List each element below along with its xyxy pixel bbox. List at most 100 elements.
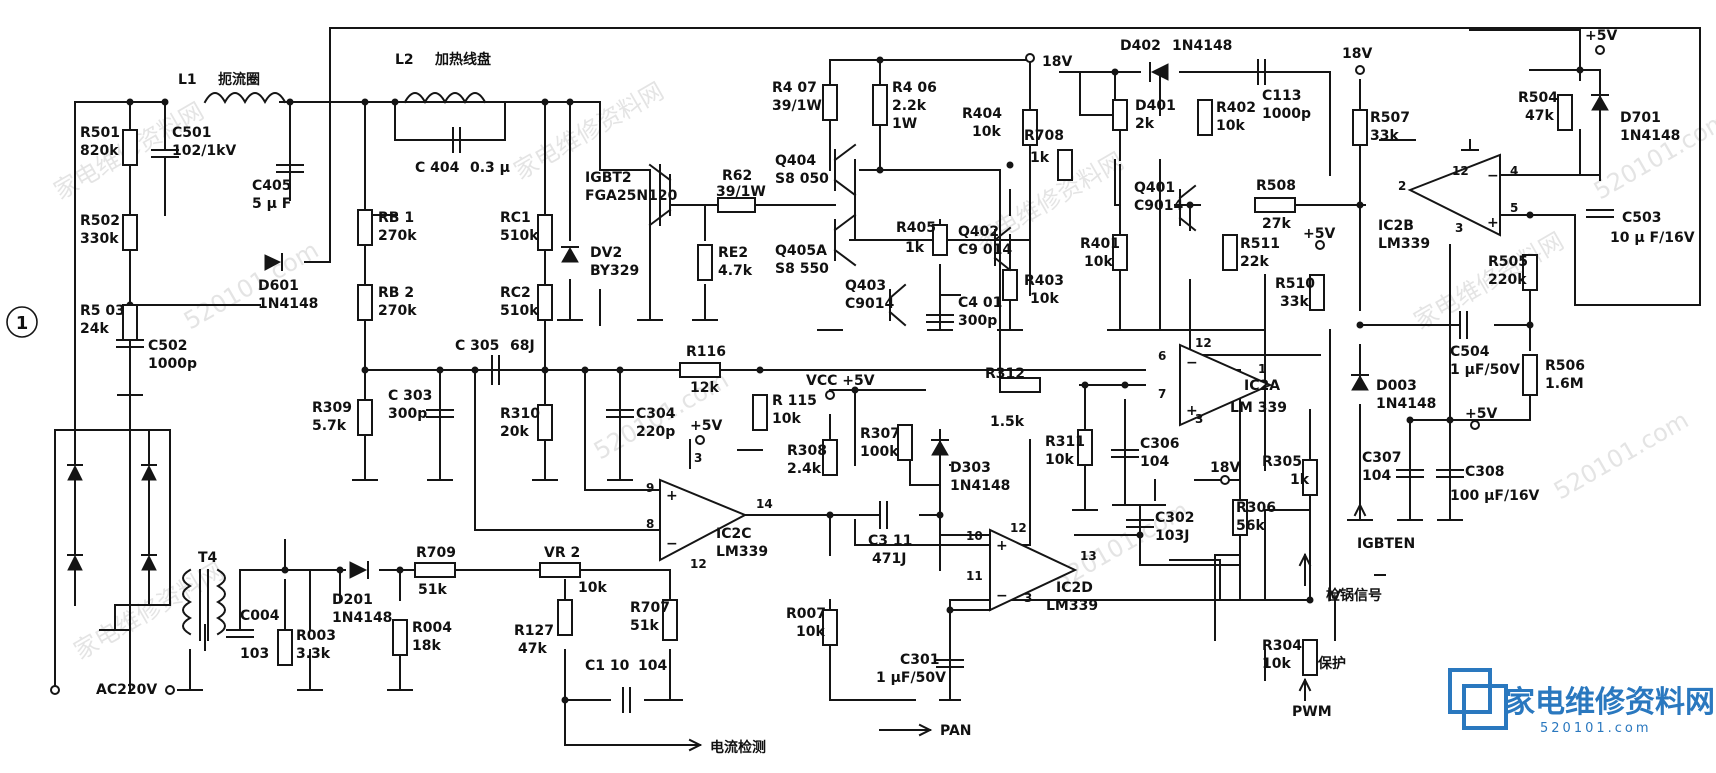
value-c110: 104 — [638, 658, 667, 674]
resistor-r505 — [1522, 254, 1538, 291]
label-ac220v: AC220V — [96, 682, 157, 698]
resistor-r707 — [662, 599, 678, 641]
resistor-r116 — [679, 362, 721, 378]
comparator-ic2c — [659, 478, 748, 562]
svg-text:1: 1 — [16, 313, 29, 334]
inductor-l1 — [203, 92, 287, 105]
label-r405: R405 — [896, 220, 936, 236]
value-r312: 1.5k — [990, 414, 1025, 430]
value-r501: 820k — [80, 143, 119, 159]
label-r312: R312 — [985, 366, 1025, 382]
label-c305: C 305 — [455, 338, 499, 354]
svg-text:−: − — [996, 588, 1008, 604]
label-q402: Q402 — [958, 224, 999, 240]
value-q405a: S8 550 — [775, 261, 829, 277]
label-c401: C4 01 — [958, 295, 1002, 311]
resistor-r709 — [414, 562, 456, 578]
label-q404: Q404 — [775, 153, 816, 169]
label-ic2b: IC2B — [1378, 218, 1414, 234]
value-c303: 300p — [388, 406, 427, 422]
svg-text:−: − — [666, 536, 678, 552]
value-c305: 68J — [510, 338, 535, 354]
value-r506: 1.6M — [1545, 376, 1584, 392]
label-r707: R707 — [630, 600, 670, 616]
resistor-r708 — [1057, 149, 1073, 181]
value-r308: 2.4k — [787, 461, 822, 477]
label-c302: C302 — [1155, 510, 1195, 526]
label-c503: C503 — [1622, 210, 1662, 226]
value-c405: 5 μ F — [252, 196, 291, 212]
value-c302: 103J — [1155, 528, 1189, 544]
value-r507: 33k — [1370, 128, 1399, 144]
value-c307: 104 — [1362, 468, 1391, 484]
value-r127: 47k — [518, 641, 547, 657]
resistor-r007 — [822, 609, 838, 646]
capacitors — [116, 59, 1614, 713]
supply-18v-right: 18V — [1342, 46, 1372, 62]
resistor-r003 — [277, 629, 293, 666]
svg-text:12: 12 — [1452, 164, 1469, 178]
value-q403: C9014 — [845, 296, 894, 312]
value-c503: 10 μ F/16V — [1610, 230, 1695, 246]
value-r305: 1k — [1290, 472, 1310, 488]
grounds — [99, 139, 1479, 701]
value-r403: 10k — [1030, 291, 1059, 307]
resistor-r308 — [822, 439, 838, 476]
label-r62: R62 — [722, 168, 752, 184]
resistor-r506 — [1522, 354, 1538, 396]
value-r309: 5.7k — [312, 418, 347, 434]
label-r510: R510 — [1275, 276, 1315, 292]
value-c004: 103 — [240, 646, 269, 662]
label-q403: Q403 — [845, 278, 886, 294]
svg-text:3: 3 — [694, 451, 702, 465]
value-rb1: 270k — [378, 228, 417, 244]
svg-text:12: 12 — [1010, 521, 1027, 535]
label-r508: R508 — [1256, 178, 1296, 194]
resistor-r401 — [1112, 234, 1128, 271]
value2-r406: 1W — [892, 116, 917, 132]
value-ic2a: LM 339 — [1230, 400, 1287, 416]
value-r504: 47k — [1525, 108, 1554, 124]
value-r709: 51k — [418, 582, 447, 598]
label-r404: R404 — [962, 106, 1002, 122]
svg-text:3: 3 — [1455, 221, 1463, 235]
logo-name: 家电维修资料网 — [1505, 685, 1715, 720]
label-d003: D003 — [1376, 378, 1417, 394]
label-c301: C301 — [900, 652, 940, 668]
label-ic2c: IC2C — [716, 526, 752, 542]
svg-text:5: 5 — [1510, 201, 1518, 215]
label-l2: L2 — [395, 52, 414, 68]
svg-text:9: 9 — [646, 481, 654, 495]
transistors — [648, 143, 1197, 327]
comparators: − + − + + − + − — [659, 153, 1501, 612]
transformer-t4-primary — [182, 568, 193, 636]
svg-text:8: 8 — [646, 517, 654, 531]
resistor-r306 — [1232, 499, 1248, 536]
label-q405a: Q405A — [775, 243, 827, 259]
value-c401: 300p — [958, 313, 997, 329]
resistor-r502 — [122, 214, 138, 251]
watermark-text: 家电维修资料网 — [509, 77, 668, 185]
resistor-r511 — [1222, 234, 1238, 271]
label-r116: R116 — [686, 344, 726, 360]
label-r503: R5 03 — [80, 303, 125, 319]
value-r62: 39/1W — [716, 184, 766, 200]
value-r402: 10k — [1216, 118, 1245, 134]
inductor-l2 — [403, 92, 487, 105]
value-d303: 1N4148 — [950, 478, 1010, 494]
label-r506: R506 — [1545, 358, 1585, 374]
svg-text:12: 12 — [690, 557, 707, 571]
label-l1: L1 — [178, 72, 197, 88]
resistor-rb1 — [357, 209, 373, 246]
value-c113: 1000p — [1262, 106, 1311, 122]
resistor-r304 — [1302, 639, 1318, 676]
label-r307: R307 — [860, 426, 900, 442]
svg-text:11: 11 — [966, 569, 983, 583]
label-r311: R311 — [1045, 434, 1085, 450]
resistor-r508 — [1254, 197, 1296, 213]
svg-text:6: 6 — [1158, 349, 1166, 363]
logo-url: 520101.com — [1540, 721, 1652, 736]
label-current-detect: 电流检测 — [710, 739, 766, 756]
value-r304: 10k — [1262, 656, 1291, 672]
